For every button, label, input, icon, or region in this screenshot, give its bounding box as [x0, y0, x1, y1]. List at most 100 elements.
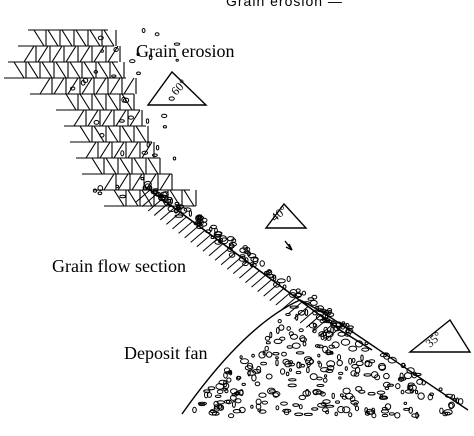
- grain: [219, 235, 227, 242]
- grain: [136, 71, 141, 76]
- deposit-grain: [236, 375, 241, 381]
- hatch-line: [214, 247, 230, 261]
- hatch-line: [318, 324, 333, 337]
- grain: [141, 150, 149, 155]
- deposit-grain: [382, 381, 391, 388]
- deposit-grain: [331, 341, 340, 349]
- deposit-grain: [295, 370, 302, 375]
- grain: [346, 325, 354, 330]
- deposit-grain: [448, 402, 454, 410]
- grain: [247, 253, 257, 259]
- deposit-grain: [331, 392, 335, 399]
- hatch-line: [232, 261, 248, 275]
- block-diagonal: [107, 125, 119, 143]
- deposit-grain: [371, 407, 376, 414]
- deposit-grain: [327, 330, 331, 334]
- hatch-line: [172, 216, 187, 230]
- block-diagonal: [51, 45, 63, 63]
- grain: [294, 292, 302, 299]
- deposit-grain: [232, 409, 242, 414]
- block-diagonal: [61, 29, 73, 47]
- hatch-line: [159, 207, 175, 221]
- cropped-top-title: Grain erosion —: [226, 0, 343, 9]
- grain: [259, 260, 265, 267]
- deposit-grain: [387, 356, 397, 364]
- deposit-grain: [348, 345, 358, 352]
- deposit-grain: [308, 322, 318, 329]
- deposit-grain: [337, 331, 346, 337]
- hatch-line: [263, 283, 279, 297]
- deposit-grain: [354, 340, 364, 348]
- deposit-grain: [353, 402, 358, 407]
- block-diagonal: [13, 61, 25, 79]
- block-diagonal: [103, 173, 115, 191]
- deposit-grain: [363, 373, 372, 377]
- deposit-grain: [326, 360, 336, 368]
- grain: [326, 312, 335, 318]
- deposit-grain: [421, 380, 426, 386]
- deposit-grain: [411, 413, 420, 418]
- deposit-grain: [361, 347, 370, 352]
- deposit-grain: [289, 333, 299, 340]
- deposit-grain: [285, 313, 291, 316]
- deposit-grain: [318, 362, 323, 368]
- block-diagonal: [103, 29, 115, 47]
- deposit-grain: [325, 368, 334, 374]
- deposit-grain: [285, 371, 290, 377]
- deposit-grain: [403, 407, 411, 411]
- deposit-grain: [231, 393, 238, 397]
- grain: [149, 185, 153, 192]
- deposit-grain: [411, 371, 418, 379]
- deposit-grain: [277, 319, 282, 324]
- deposit-grain: [260, 361, 268, 366]
- deposit-grain: [364, 360, 370, 368]
- deposit-grain: [216, 389, 224, 395]
- block-diagonal: [85, 141, 97, 159]
- block-diagonal: [127, 189, 139, 207]
- deposit-grain: [192, 406, 197, 414]
- grain: [228, 252, 236, 258]
- grain: [311, 294, 318, 300]
- deposit-grain: [348, 357, 353, 365]
- grain: [143, 180, 152, 188]
- deposit-grain: [442, 411, 449, 417]
- grain: [70, 86, 76, 91]
- deposit-grain: [354, 405, 360, 412]
- block-diagonal: [113, 141, 125, 159]
- deposit-grain: [298, 404, 303, 410]
- erosion-blocks: [4, 29, 197, 207]
- grain: [97, 191, 103, 196]
- block-diagonal: [169, 189, 181, 207]
- block-diagonal: [83, 61, 95, 79]
- deposit-grain: [344, 366, 348, 371]
- deposit-grain: [261, 400, 268, 405]
- grain: [309, 299, 318, 306]
- deposit-grain: [309, 373, 318, 381]
- deposit-grain: [226, 377, 232, 383]
- deposit-grain: [376, 390, 386, 395]
- grain: [140, 176, 145, 181]
- angle-marker-flow: [264, 202, 308, 251]
- block-diagonal: [79, 93, 91, 111]
- deposit-grain: [240, 358, 249, 365]
- grain: [244, 247, 251, 252]
- deposit-grain: [325, 335, 332, 341]
- deposit-grain: [265, 373, 273, 380]
- deposit-grain: [415, 411, 419, 419]
- deposit-grain: [395, 383, 401, 390]
- deposit-grain: [406, 367, 415, 374]
- hatch-line: [299, 310, 315, 324]
- deposit-grain: [360, 354, 364, 362]
- deposit-grain: [341, 395, 348, 400]
- block-diagonal: [55, 61, 67, 79]
- deposit-grain: [258, 392, 267, 398]
- deposit-grain: [241, 382, 246, 386]
- deposit-grain: [304, 309, 309, 316]
- grain: [155, 145, 160, 151]
- deposit-grain: [404, 389, 413, 394]
- block-diagonal: [131, 173, 143, 191]
- deposit-grain: [214, 394, 222, 398]
- deposit-grain: [272, 391, 281, 397]
- deposit-grain: [394, 412, 401, 419]
